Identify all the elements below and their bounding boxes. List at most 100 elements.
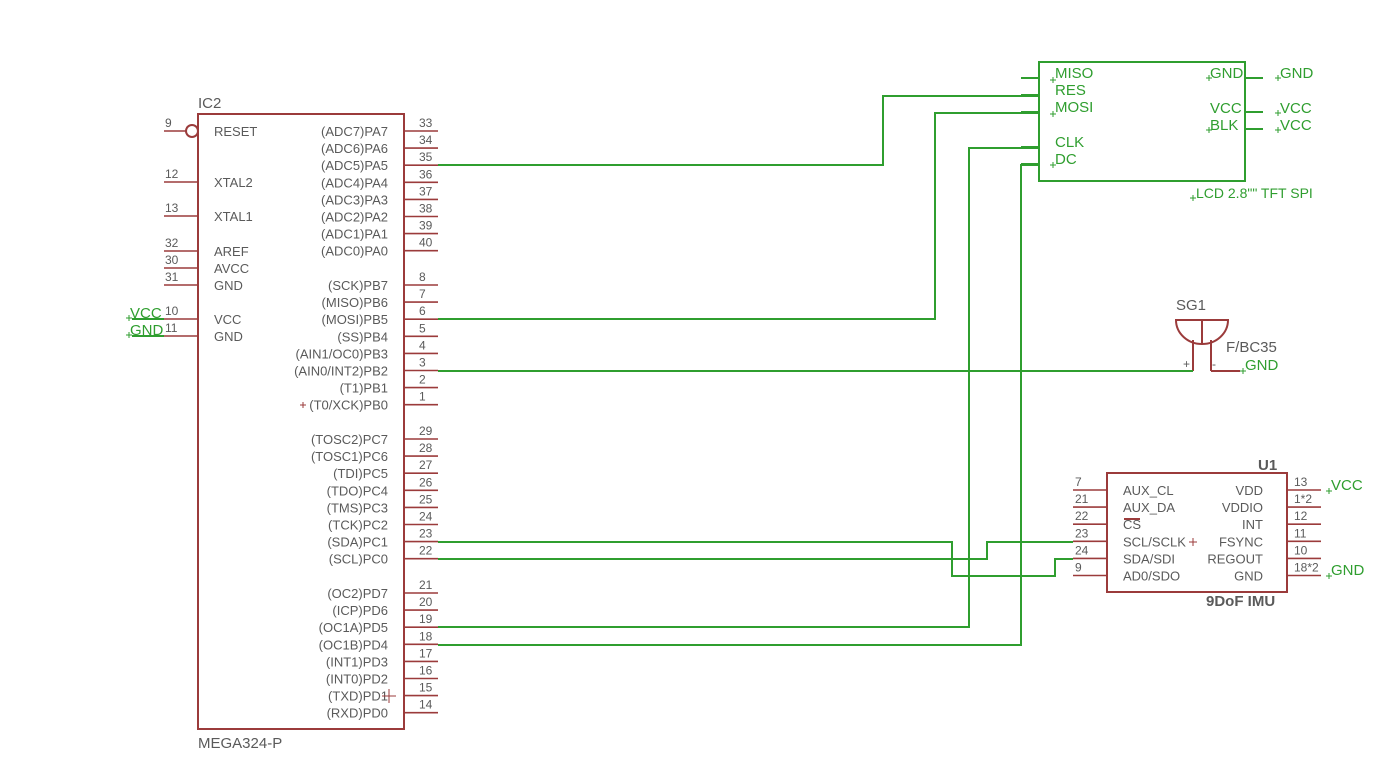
lcd-pin-mosi: MOSI xyxy=(1055,99,1093,116)
pin-number: 38 xyxy=(419,202,433,216)
ic2-pin-35[interactable]: 35(ADC5)PA5 xyxy=(321,150,438,173)
wire-pa5-res[interactable] xyxy=(438,95,1039,166)
wires xyxy=(438,95,1193,646)
buzzer-symbol[interactable]: SG1 + - F/BC35 GND xyxy=(1174,297,1279,374)
net-label-gnd: GND xyxy=(130,322,164,339)
wire-pb5-mosi[interactable] xyxy=(438,112,1039,320)
ic2-pin-39[interactable]: 39(ADC1)PA1 xyxy=(321,219,438,242)
ic2-pin-22[interactable]: 22(SCL)PC0 xyxy=(329,544,438,567)
pin-label: (AIN0/INT2)PB2 xyxy=(294,364,388,379)
ic2-pin-1[interactable]: 1(T0/XCK)PB0 xyxy=(309,390,438,413)
pin-number: 15 xyxy=(419,681,433,695)
ic2-power-labels: VCC GND xyxy=(126,305,164,339)
pin-number: 10 xyxy=(1294,543,1308,557)
net-label-vcc: VCC xyxy=(1331,477,1363,494)
pin-number: 4 xyxy=(419,338,426,352)
ic2-pin-17[interactable]: 17 (INT1)PD3 xyxy=(326,646,438,669)
ic2-pin-5[interactable]: 5(SS)PB4 xyxy=(337,321,438,344)
pin-label: VDD xyxy=(1236,483,1263,498)
pin-number: 17 xyxy=(419,646,433,660)
ic2-pin-14[interactable]: 14(RXD)PD0 xyxy=(327,698,438,721)
ic2-pin-3[interactable]: 3(AIN0/INT2)PB2 xyxy=(294,356,438,379)
pin-number: 28 xyxy=(419,441,433,455)
ic2-pin-34[interactable]: 34(ADC6)PA6 xyxy=(321,133,438,156)
pin-label: (MISO)PB6 xyxy=(322,295,388,310)
pin-number: 7 xyxy=(1075,475,1082,489)
ic2-pin-19[interactable]: 19(OC1A)PD5 xyxy=(319,612,438,635)
ic2-pin-25[interactable]: 25(TMS)PC3 xyxy=(327,492,438,515)
ic2-pin-20[interactable]: 20(ICP)PD6 xyxy=(332,595,438,618)
pin-number: 13 xyxy=(165,201,179,215)
pin-label: XTAL1 xyxy=(214,209,253,224)
ic2-pin-4[interactable]: 4(AIN1/OC0)PB3 xyxy=(296,338,438,361)
ic2-pin-38[interactable]: 38 (ADC2)PA2 xyxy=(321,202,438,225)
wire-pd5-clk[interactable] xyxy=(438,147,1039,628)
ic2-pin-36[interactable]: 36(ADC4)PA4 xyxy=(321,167,438,190)
ic2-pin-28[interactable]: 28(TOSC1)PC6 xyxy=(311,441,438,464)
ic2-symbol[interactable]: IC2 MEGA324-P 9RESET12XTAL213XTAL132AREF… xyxy=(164,95,438,752)
pin-number: 18 xyxy=(419,629,433,643)
pin-label: (INT1)PD3 xyxy=(326,654,388,669)
ic2-pin-26[interactable]: 26(TDO)PC4 xyxy=(327,475,438,498)
wire-pd4-dc[interactable] xyxy=(438,164,1039,646)
pin-label: AREF xyxy=(214,244,249,259)
ic2-pin-21[interactable]: 21(OC2)PD7 xyxy=(327,578,438,601)
ic2-pin-7[interactable]: 7(MISO)PB6 xyxy=(322,287,438,310)
pin-label: AD0/SDO xyxy=(1123,569,1180,584)
ic2-pin-6[interactable]: 6(MOSI)PB5 xyxy=(322,304,438,327)
ic2-pin-33[interactable]: 33(ADC7)PA7 xyxy=(321,116,438,139)
ic2-pin-15[interactable]: 15 (TXD)PD1 xyxy=(328,681,438,704)
ic2-pin-8[interactable]: 8(SCK)PB7 xyxy=(328,270,438,293)
pin-label: (ADC2)PA2 xyxy=(321,210,388,225)
ic2-pin-16[interactable]: 16(INT0)PD2 xyxy=(326,664,438,687)
ic2-pin-23[interactable]: 23 (SDA)PC1 xyxy=(327,527,438,550)
ic2-pin-27[interactable]: 27(TDI)PC5 xyxy=(333,458,438,481)
lcd-power-labels: GND VCC VCC xyxy=(1275,65,1314,134)
ic2-pin-24[interactable]: 24(TCK)PC2 xyxy=(328,510,438,533)
pin-number: 9 xyxy=(1075,561,1082,575)
pin-label: (TCK)PC2 xyxy=(328,518,388,533)
pin-label: XTAL2 xyxy=(214,175,253,190)
ic2-pin-37[interactable]: 37(ADC3)PA3 xyxy=(321,184,438,207)
imu-left-pins: 7AUX_CL21AUX_DA22CS23SCL/SCLK24SDA/SDI9A… xyxy=(1073,475,1186,584)
pin-number: 23 xyxy=(419,527,433,541)
wire-pc1-sda[interactable] xyxy=(438,541,1073,577)
pin-label: (RXD)PD0 xyxy=(327,706,388,721)
pin-number: 8 xyxy=(419,270,426,284)
pin-label: GND xyxy=(1234,569,1263,584)
pin-number: 11 xyxy=(1294,526,1307,540)
wire-pc0-scl[interactable] xyxy=(438,541,1073,560)
pin-number: 40 xyxy=(419,236,433,250)
lcd-symbol[interactable]: MISO RES MOSI CLK DC GND VCC BLK LCD 2.8… xyxy=(1021,61,1313,201)
pin-number: 30 xyxy=(165,253,179,267)
pin-label: (ADC3)PA3 xyxy=(321,192,388,207)
pin-label: (SDA)PC1 xyxy=(327,535,388,550)
pin-label: (TXD)PD1 xyxy=(328,689,388,704)
imu-symbol[interactable]: U1 9DoF IMU 7AUX_CL21AUX_DA22CS23SCL/SCL… xyxy=(1073,457,1321,610)
ic2-pin-29[interactable]: 29(TOSC2)PC7 xyxy=(311,424,438,447)
ic2-pin-2[interactable]: 2(T1)PB1 xyxy=(340,373,438,396)
ic2-pin-40[interactable]: 40(ADC0)PA0 xyxy=(321,236,438,259)
lcd-pin-vcc: VCC xyxy=(1210,100,1242,117)
ic2-pin-18[interactable]: 18(OC1B)PD4 xyxy=(319,629,438,652)
